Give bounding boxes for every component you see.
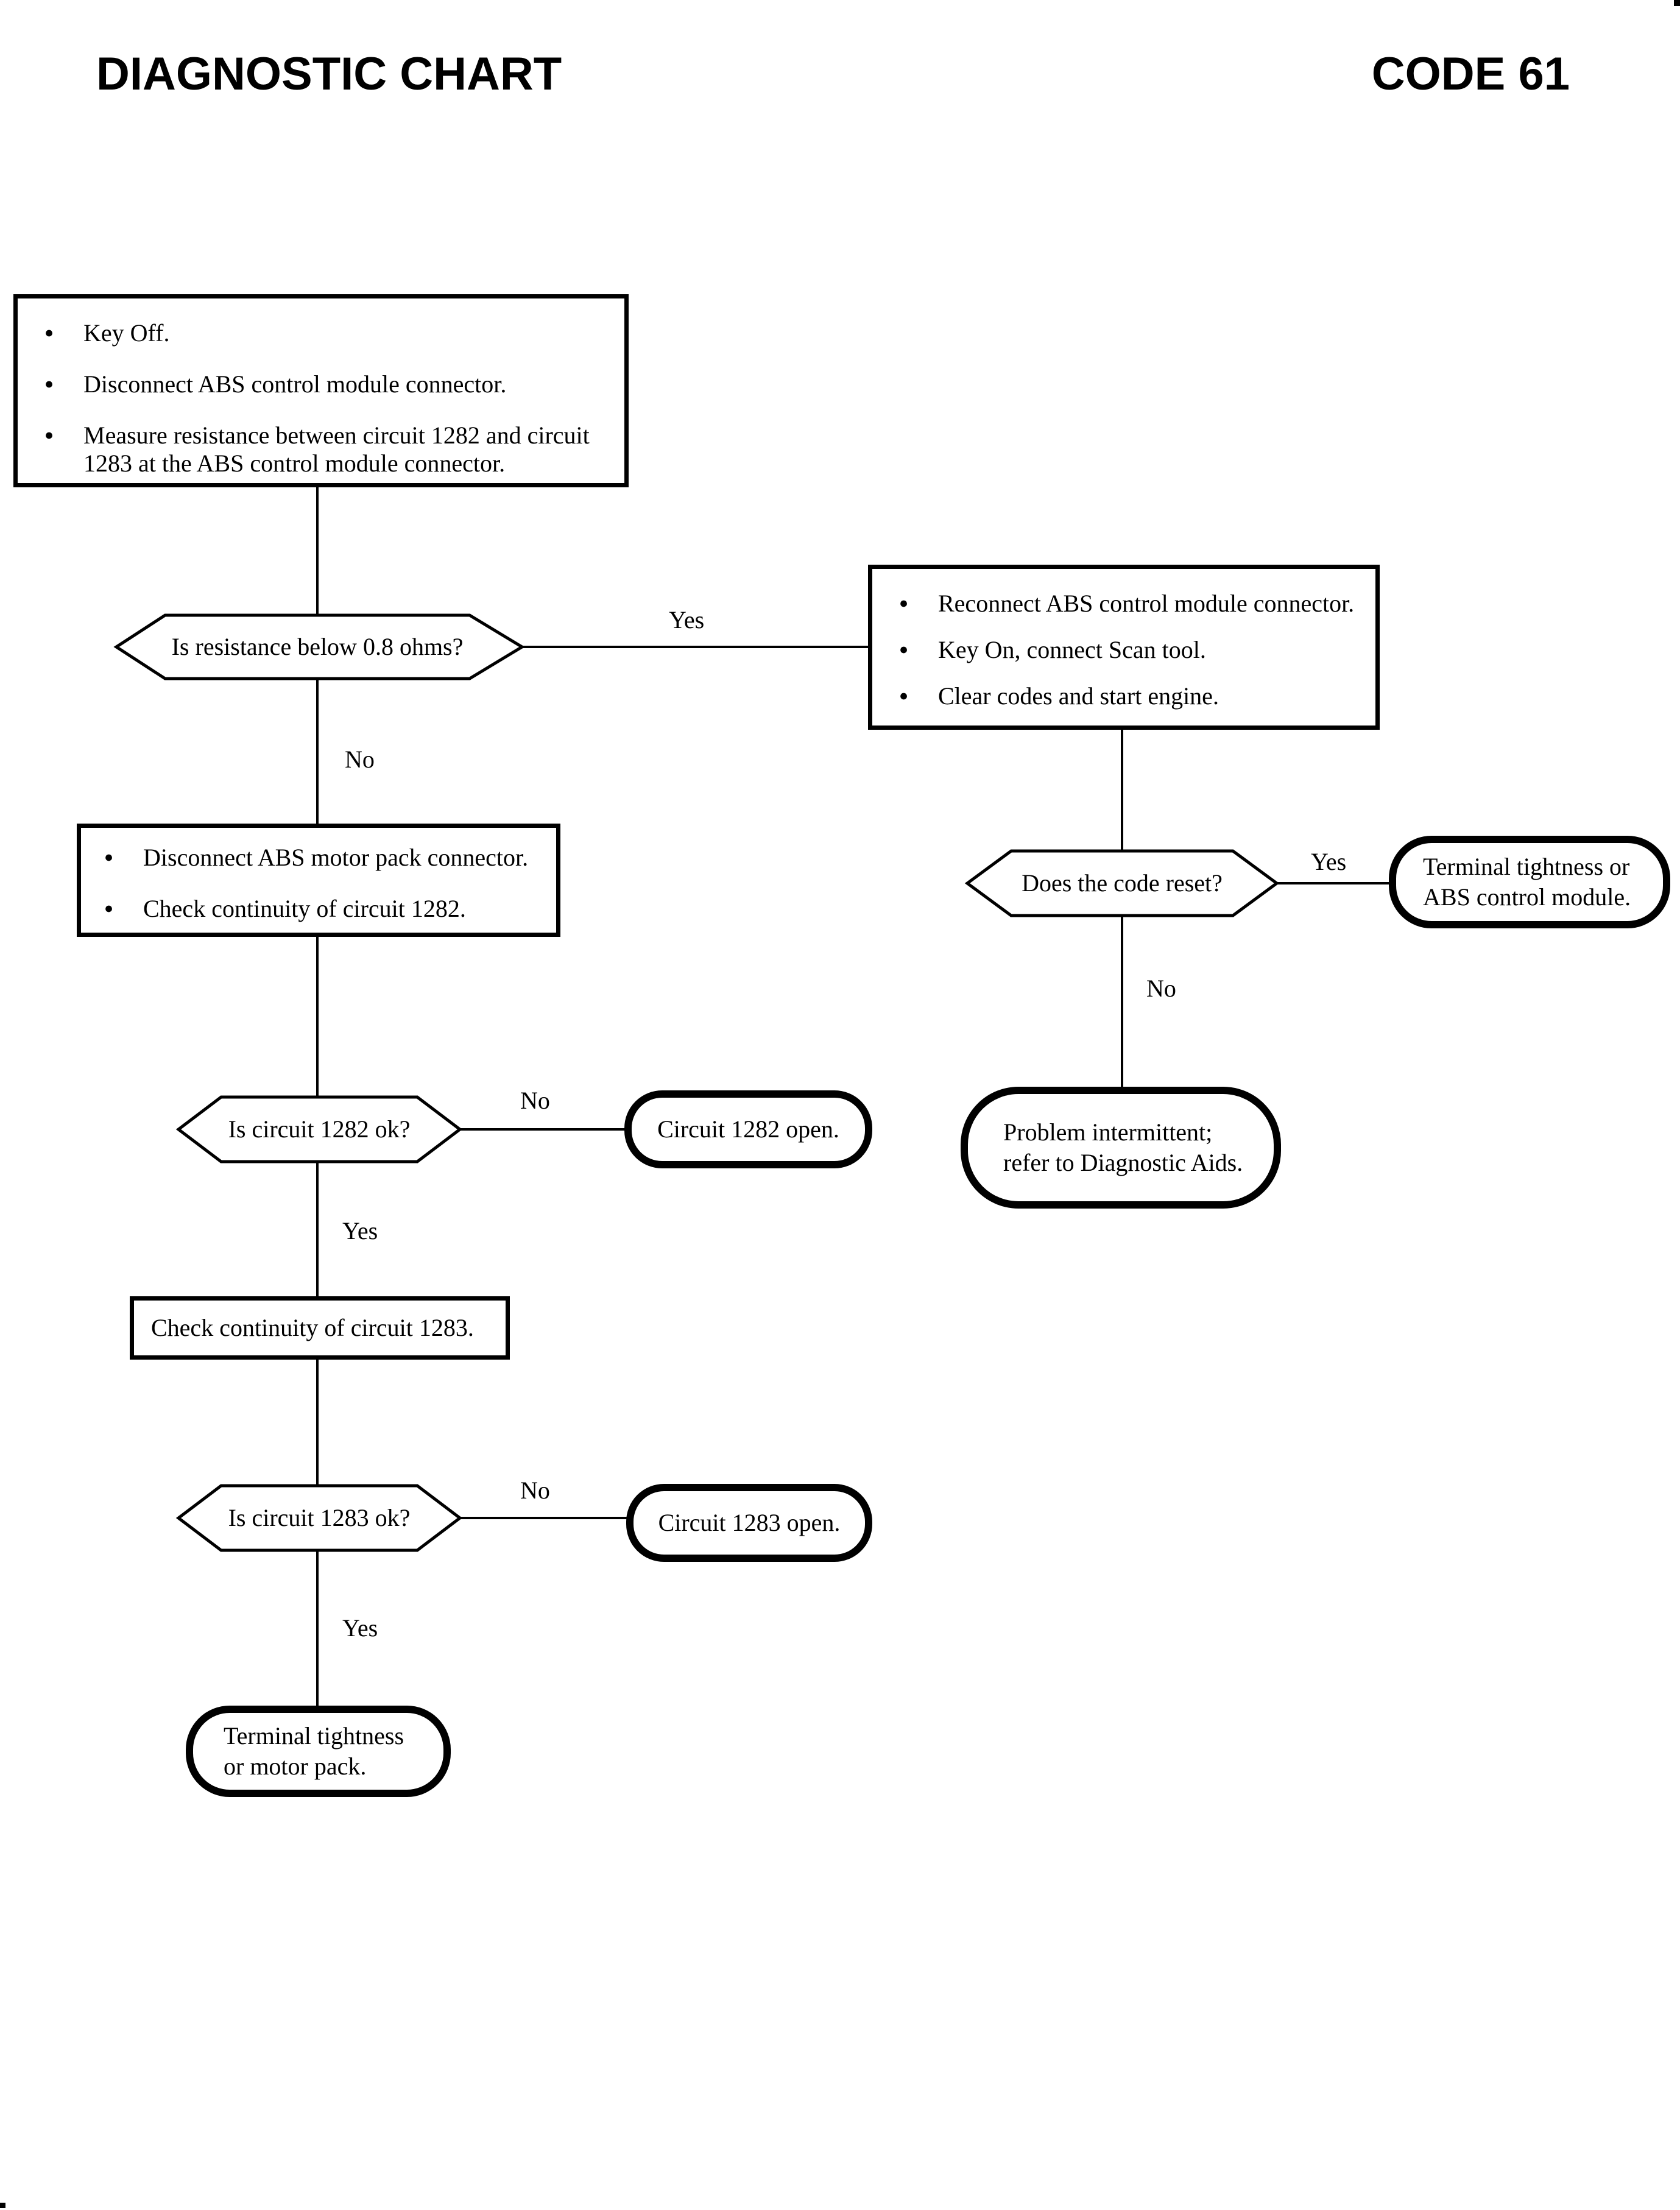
decision2-yes-label: Yes (1311, 848, 1347, 875)
list-item: Clear codes and start engine. (897, 682, 1367, 710)
step1-instruction-box: Key Off. Disconnect ABS control module c… (13, 294, 629, 487)
decision4-hexagon (175, 1484, 463, 1552)
step2-instruction-box: Reconnect ABS control module connector. … (868, 565, 1380, 730)
decision1-yes-label: Yes (669, 606, 705, 634)
step2-bullet-1: Reconnect ABS control module connector. (938, 590, 1355, 617)
scan-artifact-bottom-left (0, 2203, 5, 2208)
decision4-no-label: No (520, 1477, 550, 1504)
list-item: Key On, connect Scan tool. (897, 636, 1367, 664)
step3-instruction-box: Disconnect ABS motor pack connector. Che… (77, 824, 560, 937)
terminal-intermittent-line1: Problem intermittent; (1003, 1118, 1213, 1146)
decision1-question: Is resistance below 0.8 ohms? (171, 633, 464, 660)
list-item: Disconnect ABS control module connector. (42, 370, 616, 398)
list-item: Key Off. (42, 319, 616, 347)
list-item: Check continuity of circuit 1282. (102, 895, 550, 923)
decision3-hexagon (175, 1095, 463, 1163)
step1-bullet-3: Measure resistance between circuit 1282 … (83, 422, 590, 477)
page-title: DIAGNOSTIC CHART (96, 48, 562, 100)
decision2-no-label: No (1146, 975, 1176, 1002)
decision2-hexagon (964, 849, 1280, 917)
step1-bullet-1: Key Off. (83, 319, 170, 347)
terminal-problem-intermittent: Problem intermittent; refer to Diagnosti… (961, 1087, 1281, 1209)
terminal-intermittent-line2: refer to Diagnostic Aids. (1003, 1149, 1243, 1176)
terminal-motor-pack: Terminal tightness or motor pack. (186, 1706, 451, 1797)
list-item: Measure resistance between circuit 1282 … (42, 422, 616, 478)
list-item: Disconnect ABS motor pack connector. (102, 844, 550, 872)
step4-text: Check continuity of circuit 1283. (151, 1314, 474, 1341)
decision4-question: Is circuit 1283 ok? (228, 1504, 411, 1531)
decision2-question: Does the code reset? (1022, 869, 1223, 897)
step3-bullet-2: Check continuity of circuit 1282. (143, 895, 466, 922)
terminal-circuit-1283-open: Circuit 1283 open. (626, 1484, 872, 1562)
terminal-motor-pack-line2: or motor pack. (224, 1753, 367, 1780)
terminal-motor-pack-line1: Terminal tightness (224, 1722, 404, 1749)
terminal-1283-text: Circuit 1283 open. (658, 1509, 841, 1536)
step4-action-box: Check continuity of circuit 1283. (130, 1296, 510, 1360)
decision1-no-label: No (345, 746, 375, 773)
scan-artifact-top-right (1674, 0, 1680, 6)
decision3-yes-label: Yes (342, 1217, 378, 1244)
step2-bullet-3: Clear codes and start engine. (938, 682, 1219, 710)
terminal-abs-control-module: Terminal tightness or ABS control module… (1389, 836, 1670, 928)
terminal-abs-line2: ABS control module. (1423, 883, 1631, 911)
terminal-circuit-1282-open: Circuit 1282 open. (624, 1090, 872, 1168)
step2-bullet-2: Key On, connect Scan tool. (938, 636, 1206, 663)
decision4-yes-label: Yes (342, 1614, 378, 1642)
flow-lines (316, 487, 1391, 1708)
step1-bullet-2: Disconnect ABS control module connector. (83, 370, 507, 398)
page-code-label: CODE 61 (1371, 48, 1570, 100)
terminal-abs-line1: Terminal tightness or (1423, 853, 1630, 880)
list-item: Reconnect ABS control module connector. (897, 590, 1367, 618)
decision3-question: Is circuit 1282 ok? (228, 1115, 411, 1143)
decision1-hexagon (113, 613, 525, 680)
step3-bullet-1: Disconnect ABS motor pack connector. (143, 844, 529, 871)
decision3-no-label: No (520, 1087, 550, 1114)
terminal-1282-text: Circuit 1282 open. (657, 1115, 839, 1143)
